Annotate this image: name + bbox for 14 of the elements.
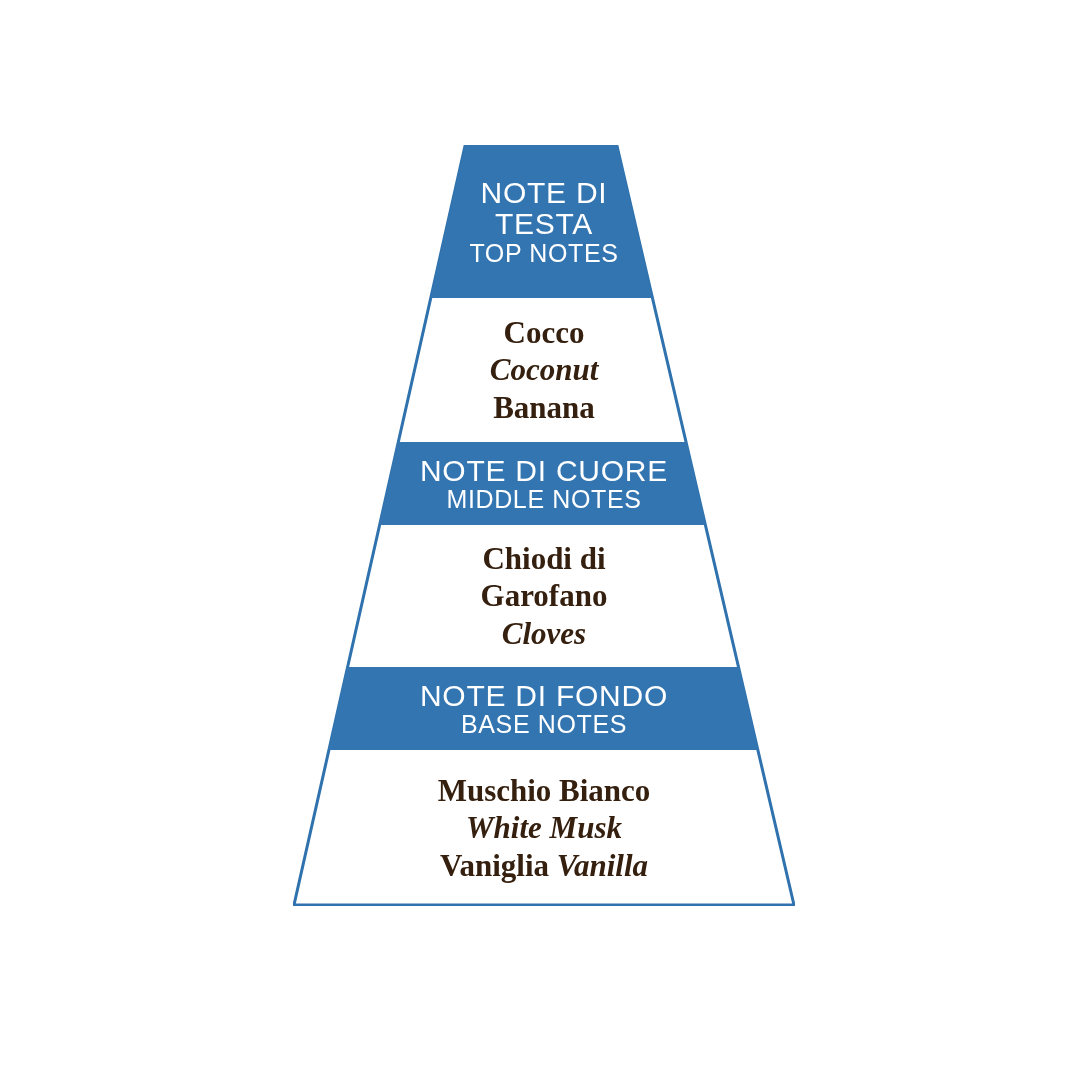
note-name: Coconut [489,351,599,389]
note-name: Banana [493,388,595,426]
note-name: Cloves [500,614,588,652]
tier-subtitle: TOP NOTES [469,239,619,267]
tier-subtitle: MIDDLE NOTES [446,486,642,513]
note-name: Cocco [503,314,585,352]
tier-title: NOTE DI CUORE [419,454,669,487]
tier-title: NOTE DI TESTA [479,176,609,240]
note-name: Chiodi di Garofano [479,540,609,615]
tier-subtitle: BASE NOTES [461,711,627,738]
note-name: Vaniglia Vanilla [439,846,649,884]
tier-title: NOTE DI FONDO [419,679,669,712]
note-name: White Musk [466,809,622,847]
note-name: Muschio Bianco [437,772,651,810]
